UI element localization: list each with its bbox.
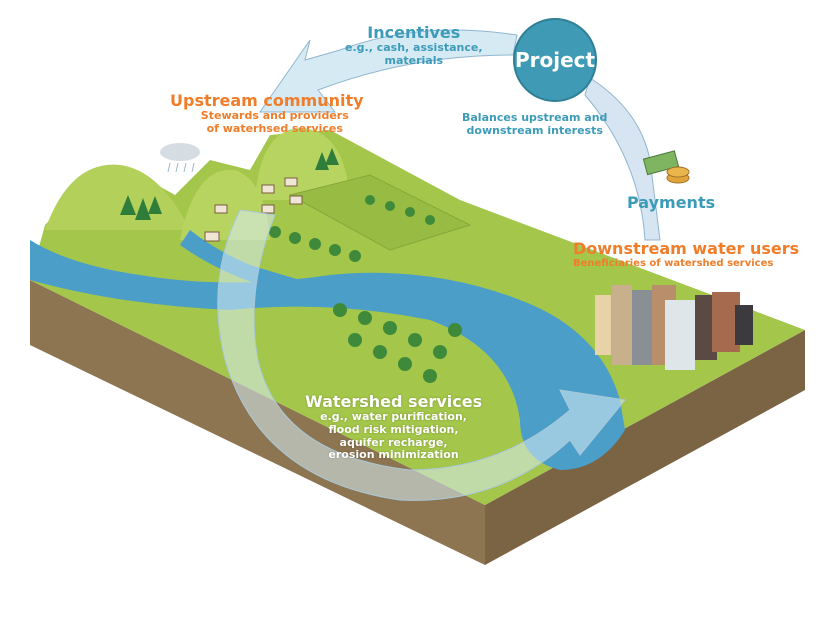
- incentives-line: e.g., cash, assistance,: [345, 41, 483, 55]
- money-icon: [642, 150, 690, 184]
- hill-right: [255, 128, 350, 200]
- incentives-label: Incentives e.g., cash, assistance, mater…: [345, 23, 483, 68]
- tributary: [180, 230, 300, 285]
- downstream-line: Beneficiaries of watershed services: [573, 258, 774, 270]
- farm-field: [288, 174, 472, 251]
- incentives-arrow: [259, 29, 518, 113]
- upstream-line: Stewards and providers: [200, 109, 349, 123]
- downstream-title: Downstream water users: [573, 239, 800, 258]
- payments-arrow: [584, 77, 661, 241]
- city-buildings: [595, 285, 753, 370]
- upstream-line: of waterhsed services: [206, 122, 343, 136]
- project-node: Project: [513, 18, 597, 102]
- incentives-title: Incentives: [367, 23, 461, 42]
- services-line: aquifer recharge,: [339, 435, 448, 449]
- riparian-trees: [269, 195, 462, 383]
- upstream-community-label: Upstream community Stewards and provider…: [170, 91, 364, 136]
- services-title: Watershed services: [305, 392, 483, 411]
- watershed-services-arrow: [217, 209, 626, 501]
- services-line: erosion minimization: [328, 448, 459, 462]
- project-description-line: downstream interests: [466, 123, 603, 137]
- village-houses: [204, 177, 303, 242]
- incentives-line: materials: [384, 54, 444, 68]
- project-description-line: Balances upstream and: [462, 111, 608, 124]
- downstream-users-label: Downstream water users Beneficiaries of …: [573, 239, 800, 270]
- forest-trees: [120, 148, 339, 220]
- soil-front-right-face: [485, 330, 805, 565]
- hill-left: [45, 164, 190, 230]
- payments-label: Payments: [627, 193, 716, 212]
- watershed-services-label: Watershed services e.g., water purificat…: [305, 392, 483, 462]
- project-title: Project: [514, 48, 596, 72]
- upstream-title: Upstream community: [170, 91, 364, 110]
- project-description: Balances upstream and downstream interes…: [462, 111, 608, 137]
- river: [30, 240, 625, 470]
- services-line: flood risk mitigation,: [328, 423, 459, 437]
- services-line: e.g., water purification,: [320, 410, 467, 424]
- rain-cloud-icon: [160, 143, 200, 173]
